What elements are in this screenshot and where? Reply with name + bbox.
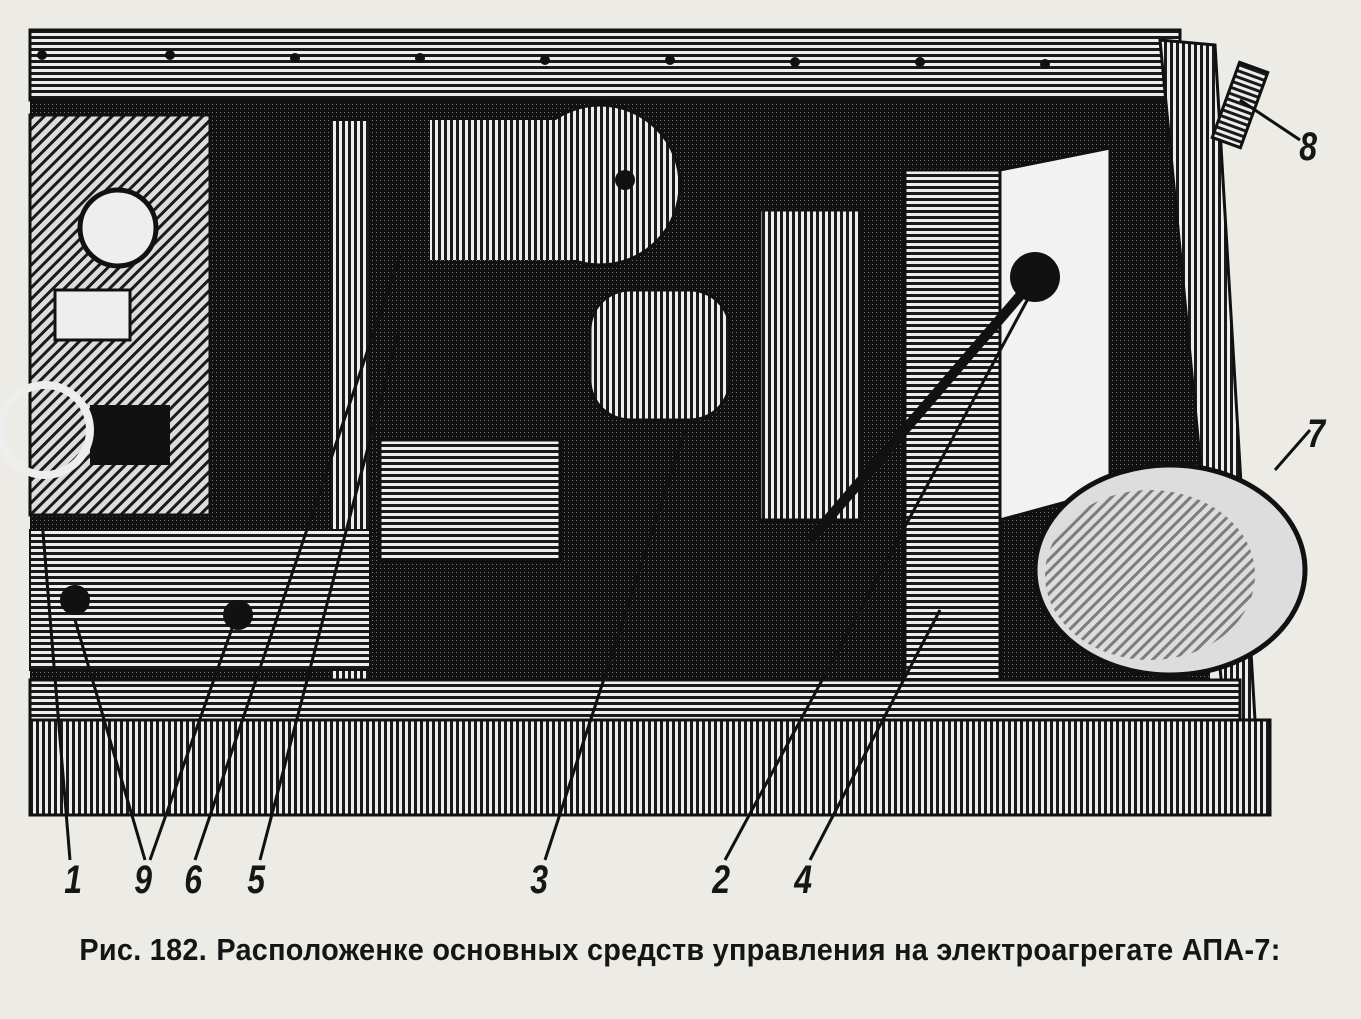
engine-cylinder [588,288,732,422]
radiator [758,208,862,522]
figure-label: Рис. 182. [79,932,208,967]
engine-block [378,438,562,562]
caption-text: Расположенке основных средств управления… [216,932,1281,967]
callout-1: 1 [64,858,83,902]
callout-9: 9 [134,858,153,902]
generator-housing [430,120,590,260]
engraving-drawing [0,28,1312,861]
callout-7: 7 [1307,412,1326,456]
wing-nut-mid [223,600,253,630]
control-lever [806,286,1029,544]
wing-nut-left [60,585,90,615]
callout-6: 6 [184,858,203,902]
gauge-dial [77,187,159,269]
callout-4: 4 [794,858,813,902]
lever-knob [1010,252,1060,302]
leader-lines [40,98,1312,861]
panel-wheel [0,381,94,479]
filler-cap [1210,60,1270,150]
door-opening [998,146,1112,522]
side-panel [903,168,1002,692]
switch-block [53,288,132,342]
callout-8: 8 [1299,125,1318,169]
callout-3: 3 [530,858,549,902]
callout-5: 5 [247,858,266,902]
panel-window [90,405,170,465]
apa7-control-layout-illustration: 1 9 6 5 3 2 4 7 8 [0,28,1326,902]
figure-caption: Рис. 182.Расположенке основных средств у… [66,928,1294,972]
rivets [37,50,1050,69]
top-frame-rail [28,28,1182,102]
callout-2: 2 [712,858,731,902]
